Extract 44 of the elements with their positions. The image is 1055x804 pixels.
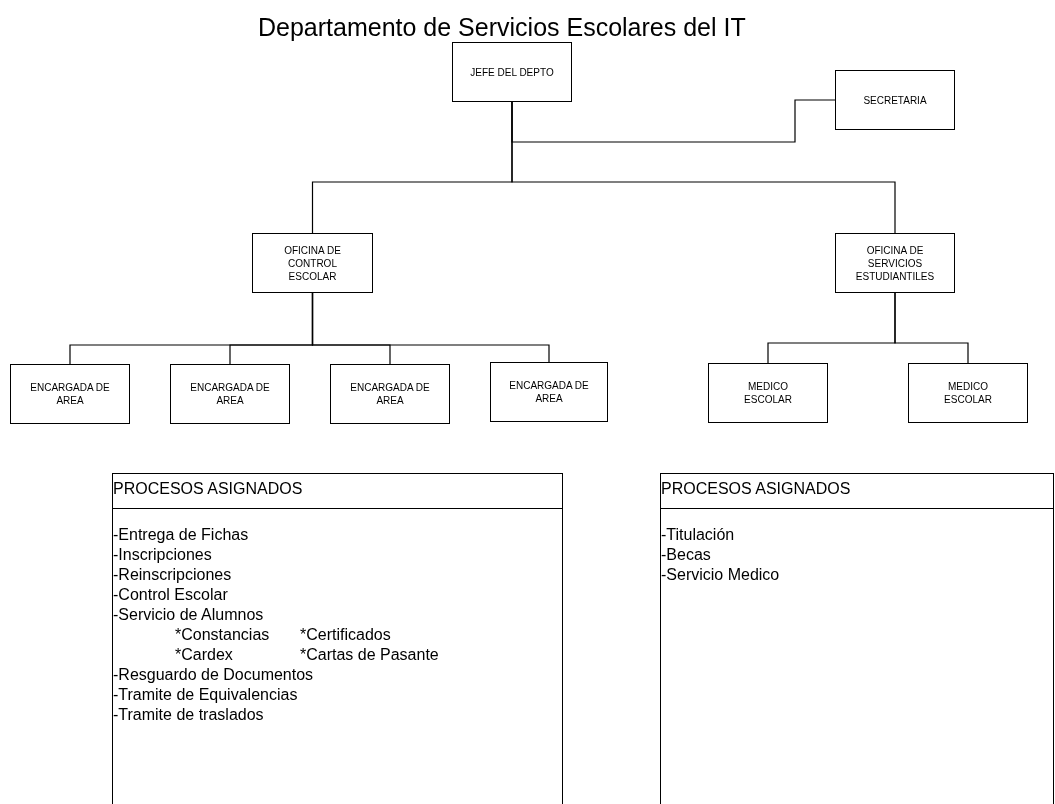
connector-line — [511, 99, 836, 143]
box-label: ENCARGADA DE AREA — [349, 381, 431, 407]
process-list-panel — [112, 473, 563, 804]
process-subitem: *Certificados — [300, 625, 392, 645]
connector-line — [894, 292, 969, 364]
process-item: -Tramite de Equivalencias — [113, 685, 299, 705]
process-item: -Servicio de Alumnos — [113, 605, 265, 625]
box-label: ENCARGADA DE AREA — [189, 381, 271, 407]
org-box — [835, 233, 955, 293]
process-subitem: *Constancias — [175, 625, 271, 645]
process-item: -Resguardo de Documentos — [113, 665, 315, 685]
box-label: SECRETARIA — [863, 93, 927, 107]
process-list-panel — [660, 473, 1054, 804]
org-box — [908, 363, 1028, 423]
box-label: MEDICO ESCOLAR — [743, 380, 793, 406]
process-item: -Reinscripciones — [113, 565, 233, 585]
panel-heading: PROCESOS ASIGNADOS — [113, 479, 303, 499]
org-box — [170, 364, 290, 424]
box-label: OFICINA DE CONTROL ESCOLAR — [283, 243, 342, 283]
org-box — [452, 42, 572, 102]
connector-line — [311, 292, 550, 363]
box-label: ENCARGADA DE AREA — [29, 381, 111, 407]
org-box — [330, 364, 450, 424]
org-box — [490, 362, 608, 422]
process-item: -Entrega de Fichas — [113, 525, 250, 545]
org-box — [708, 363, 828, 423]
process-subitem: *Cardex — [175, 645, 234, 665]
process-item: -Titulación — [661, 525, 736, 545]
process-item: -Tramite de traslados — [113, 705, 265, 725]
box-label: JEFE DEL DEPTO — [470, 65, 554, 79]
org-box — [252, 233, 373, 293]
process-item: -Control Escolar — [113, 585, 229, 605]
process-item: -Becas — [661, 545, 712, 565]
org-box — [835, 70, 955, 130]
box-label: MEDICO ESCOLAR — [943, 380, 993, 406]
process-subitem: *Cartas de Pasante — [300, 645, 440, 665]
box-label: ENCARGADA DE AREA — [508, 379, 590, 405]
diagram-title: Departamento de Servicios Escolares del IT — [258, 12, 746, 42]
process-item: -Servicio Medico — [661, 565, 781, 585]
panel-heading: PROCESOS ASIGNADOS — [661, 479, 851, 499]
box-label: OFICINA DE SERVICIOS ESTUDIANTILES — [854, 243, 936, 283]
process-item: -Inscripciones — [113, 545, 213, 565]
org-box — [10, 364, 130, 424]
connector-line — [511, 101, 896, 234]
